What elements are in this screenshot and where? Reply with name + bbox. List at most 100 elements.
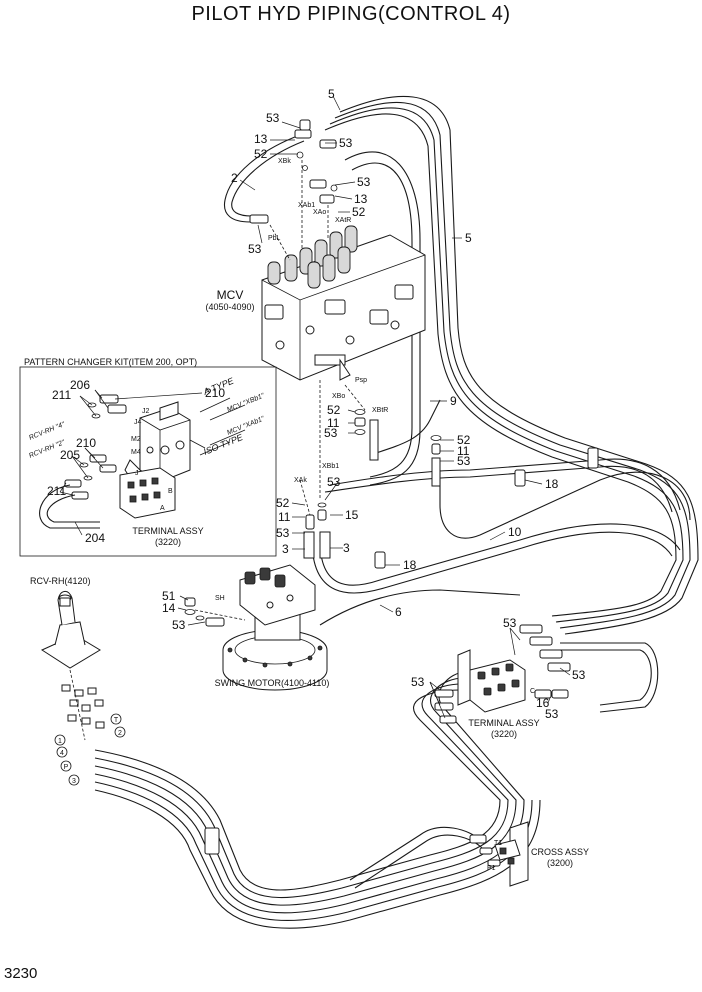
callout-5-right: 5 [465, 231, 472, 245]
port-c: C [530, 688, 535, 695]
kit-iso-type: ISO TYPE [202, 432, 245, 457]
rcv-fittings [61, 684, 105, 729]
diagram-title: PILOT HYD PIPING(CONTROL 4) [191, 3, 510, 25]
label-mcv-range: (4050-4090) [205, 302, 254, 312]
port-xbtr: XBtR [372, 407, 388, 414]
callout-53-i: 53 [172, 618, 186, 632]
callout-18-b: 18 [403, 558, 417, 572]
callout-205: 205 [60, 448, 80, 462]
label-rcv-rh: RCV-RH(4120) [30, 576, 91, 586]
callout-13-a: 13 [254, 132, 268, 146]
callout-53-b: 53 [339, 136, 353, 150]
port-a: A [160, 505, 165, 512]
callout-53-l: 53 [572, 668, 586, 682]
callout-2: 2 [231, 171, 238, 185]
port-xatr: XAtR [335, 217, 351, 224]
callout-3-right: 3 [343, 541, 350, 555]
label-terminal-assy-kit: TERMINAL ASSY [132, 526, 203, 536]
port-m4: M4 [131, 449, 141, 456]
callout-52-a: 52 [254, 147, 268, 161]
rcv-port-t: T [114, 717, 119, 724]
label-cross-assy: CROSS ASSY [531, 847, 589, 857]
port-m2: M2 [131, 436, 141, 443]
rcv-port-4: 4 [60, 750, 64, 757]
callout-53-k: 53 [411, 675, 425, 689]
callout-52-e: 52 [276, 496, 290, 510]
callout-53-e: 53 [324, 426, 338, 440]
callout-16: 16 [536, 696, 550, 710]
port-xbk: XBk [278, 158, 291, 165]
port-p1: P1 [487, 865, 496, 872]
callout-53-g: 53 [327, 475, 341, 489]
port-sh: SH [215, 595, 225, 602]
port-t1: T1 [494, 840, 502, 847]
rcv-rh-joystick [40, 591, 101, 669]
hose-loop-mcv-right [344, 151, 421, 486]
label-terminal-assy-kit-no: (3220) [155, 537, 181, 547]
port-xao: XAo [313, 209, 326, 216]
hose-bundle-lower [94, 671, 541, 929]
rcv-port-3: 3 [72, 778, 76, 785]
callout-53-d: 53 [248, 242, 262, 256]
pattern-kit-hose [39, 484, 100, 529]
mcv-control-valve [261, 225, 426, 381]
callout-210-a: 210 [205, 386, 225, 400]
callout-53-h: 53 [276, 526, 290, 540]
port-pbl: PbL [268, 235, 281, 242]
clamp-bundle-lower [204, 827, 220, 855]
hose-item-2 [223, 134, 301, 223]
callout-52-c: 52 [327, 403, 341, 417]
hose-item-9 [369, 399, 441, 456]
port-b: B [168, 488, 173, 495]
clamp-item-18-lower [374, 551, 386, 569]
leader-lines [59, 95, 571, 719]
page-number: 3230 [4, 965, 37, 982]
terminal-assy-main [434, 624, 571, 724]
label-terminal-assy-main: TERMINAL ASSY [468, 718, 539, 728]
callout-53-m: 53 [545, 707, 559, 721]
callout-211-a: 211 [52, 388, 71, 402]
callout-5-top: 5 [328, 87, 335, 101]
swing-motor [222, 564, 328, 691]
hose-bundle-item-10 [311, 458, 691, 594]
label-terminal-assy-main-no: (3220) [491, 729, 517, 739]
callout-3-left: 3 [282, 542, 289, 556]
fittings-mcv-top [249, 119, 338, 224]
port-xbo: XBo [332, 393, 345, 400]
callout-53-f: 53 [457, 454, 471, 468]
rcv-port-1: 1 [58, 738, 62, 745]
callout-210-b: 210 [76, 436, 96, 450]
port-xab1: XAb1 [298, 202, 315, 209]
kit-mcv-xab1: MCV "XAb1" [226, 415, 266, 437]
port-psp: Psp [355, 377, 367, 384]
label-mcv: MCV [217, 288, 244, 302]
hose-bundle-item-5 [324, 95, 699, 635]
rcv-port-markers [54, 713, 126, 786]
callout-211-b: 211 [47, 484, 66, 498]
callout-11-b: 11 [457, 444, 470, 458]
port-j2: J2 [142, 408, 150, 415]
callout-11-a: 11 [327, 416, 340, 430]
pattern-kit-box [19, 366, 277, 557]
callout-numbers: 5 5 53 13 52 53 2 53 13 52 53 9 52 11 53… [47, 87, 586, 721]
pattern-kit-terminal [119, 467, 176, 519]
clamp-item-18-upper [514, 469, 526, 487]
label-pattern-kit: PATTERN CHANGER KIT(ITEM 200, OPT) [24, 357, 197, 367]
callout-52-d: 52 [457, 433, 471, 447]
callout-13-b: 13 [354, 192, 368, 206]
callout-9: 9 [450, 394, 457, 408]
rcv-port-2: 2 [118, 730, 122, 737]
callout-206: 206 [70, 378, 90, 392]
port-xbb1: XBb1 [322, 463, 339, 470]
hose-item-6 [319, 589, 521, 626]
port-xak: XAk [294, 477, 307, 484]
callout-11-c: 11 [278, 510, 291, 524]
port-j4: J4 [134, 419, 142, 426]
callout-15: 15 [345, 508, 359, 522]
callout-52-b: 52 [352, 205, 366, 219]
label-cross-assy-no: (3200) [547, 858, 573, 868]
label-swing-motor: SWING MOTOR(4100-4110) [215, 678, 330, 688]
rcv-port-p: P [64, 764, 69, 771]
callout-51: 51 [162, 589, 176, 603]
